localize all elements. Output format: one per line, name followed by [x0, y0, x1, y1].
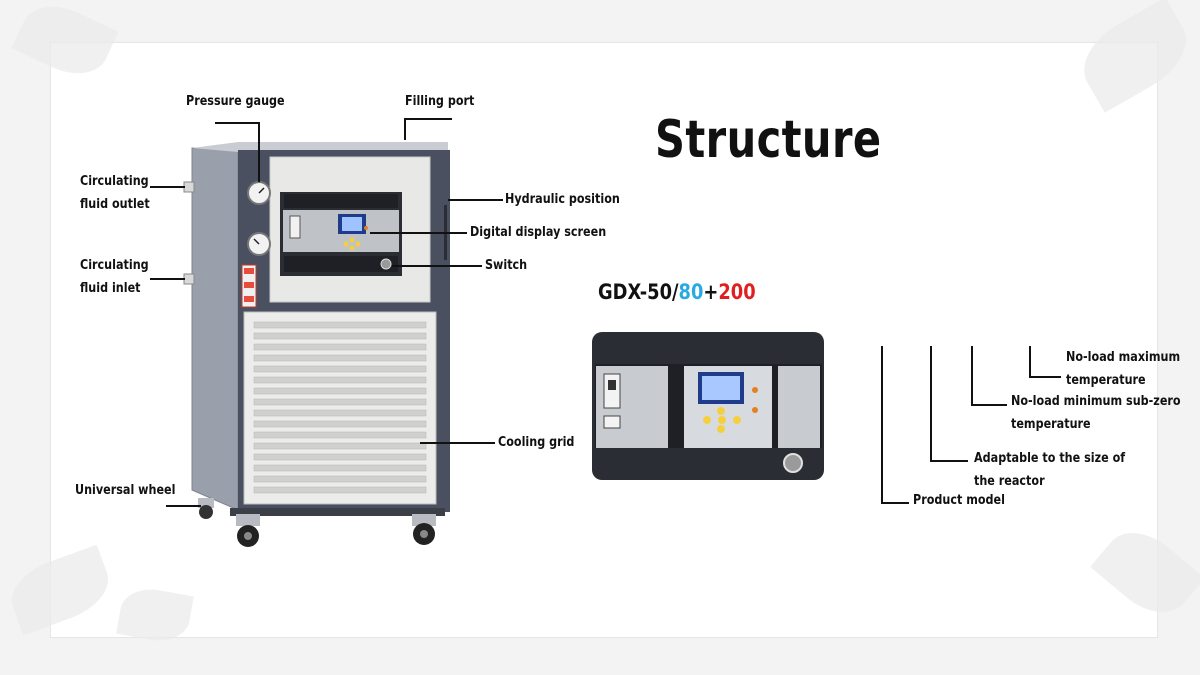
bracket-min-temp-v	[971, 346, 973, 406]
bracket-reactor-h	[930, 460, 968, 462]
leader-fluid-inlet	[150, 278, 185, 280]
legend-min-temp-line2: temperature	[1011, 417, 1091, 432]
model-code: GDX-50/80+200	[598, 280, 756, 304]
model-plus: +	[703, 280, 719, 304]
label-fluid-inlet-line2: fluid inlet	[80, 281, 141, 296]
grid-slot	[253, 343, 427, 351]
bracket-min-temp-h	[971, 404, 1007, 406]
leader-pressure-gauge-v	[258, 122, 260, 182]
grid-slot	[253, 442, 427, 450]
grid-slot	[253, 321, 427, 329]
legend-max-temp-line2: temperature	[1066, 373, 1146, 388]
legend-reactor-line1: Adaptable to the size of	[974, 451, 1126, 466]
leader-display	[370, 232, 467, 234]
bracket-max-temp-h	[1029, 376, 1061, 378]
leader-filling-port	[404, 118, 452, 120]
grid-slot	[253, 453, 427, 461]
legend-max-temp-line1: No-load maximum	[1066, 350, 1181, 365]
grid-slot	[253, 464, 427, 472]
legend-product-model: Product model	[913, 493, 1005, 508]
label-cooling-grid: Cooling grid	[498, 435, 575, 450]
grid-slot	[253, 420, 427, 428]
label-fluid-outlet-line1: Circulating	[80, 174, 149, 189]
label-pressure-gauge: Pressure gauge	[186, 94, 285, 109]
model-max-temp: 200	[718, 280, 756, 304]
leader-pressure-gauge	[215, 122, 259, 124]
leader-universal-wheel	[166, 505, 201, 507]
grid-slot	[253, 475, 427, 483]
leader-hydraulic	[448, 199, 503, 201]
grid-slot	[253, 365, 427, 373]
cooling-grid-slots	[253, 321, 427, 494]
grid-slot	[253, 376, 427, 384]
label-fluid-inlet-line1: Circulating	[80, 258, 149, 273]
grid-slot	[253, 354, 427, 362]
label-universal-wheel: Universal wheel	[75, 483, 176, 498]
label-fluid-outlet-line2: fluid outlet	[80, 197, 150, 212]
page-title: Structure	[655, 110, 882, 170]
grid-slot	[253, 409, 427, 417]
bracket-product-model-h	[881, 502, 909, 504]
label-digital-display: Digital display screen	[470, 225, 607, 240]
legend-reactor-line2: the reactor	[974, 474, 1045, 489]
bracket-product-model-v	[881, 346, 883, 504]
grid-slot	[253, 431, 427, 439]
model-prefix: GDX-50/	[598, 280, 679, 304]
label-filling-port: Filling port	[405, 94, 475, 109]
label-hydraulic-position: Hydraulic position	[505, 192, 620, 207]
grid-slot	[253, 486, 427, 494]
legend-min-temp-line1: No-load minimum sub-zero	[1011, 394, 1181, 409]
bracket-reactor-v	[930, 346, 932, 462]
leader-fluid-outlet	[150, 186, 185, 188]
leader-filling-port-v	[404, 118, 406, 140]
leader-cooling-grid	[420, 442, 495, 444]
model-min-temp: 80	[678, 280, 704, 304]
bracket-max-temp-v	[1029, 346, 1031, 378]
grid-slot	[253, 387, 427, 395]
grid-slot	[253, 332, 427, 340]
label-switch: Switch	[485, 258, 528, 273]
leader-switch	[392, 265, 482, 267]
grid-slot	[253, 398, 427, 406]
